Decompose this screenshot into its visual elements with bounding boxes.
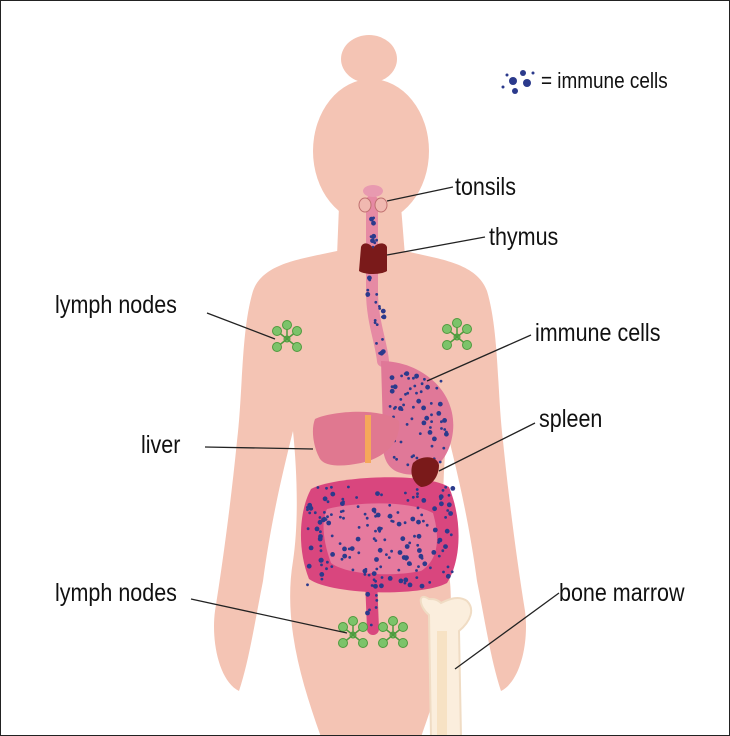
label-lymph-nodes-lower: lymph nodes xyxy=(55,581,177,606)
legend: = immune cells xyxy=(499,67,688,95)
label-spleen: spleen xyxy=(539,407,602,432)
label-liver: liver xyxy=(141,433,180,458)
immune-cells-dots-icon xyxy=(499,67,537,95)
gallbladder-band xyxy=(365,415,371,463)
label-tonsils: tonsils xyxy=(455,175,516,200)
legend-text: = immune cells xyxy=(541,70,668,92)
label-immune-cells: immune cells xyxy=(535,321,660,346)
label-bone-marrow: bone marrow xyxy=(559,581,684,606)
label-lymph-nodes-upper: lymph nodes xyxy=(55,293,177,318)
label-thymus: thymus xyxy=(489,225,558,250)
